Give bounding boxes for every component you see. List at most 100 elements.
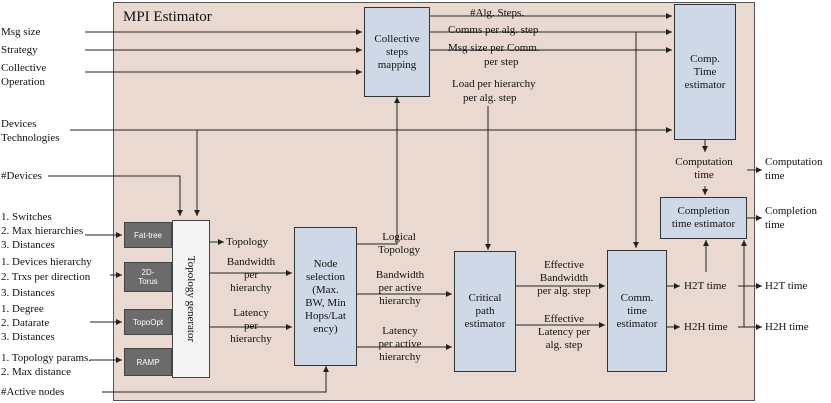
critical-path-estimator-block: Critical path estimator (454, 251, 516, 372)
input-collective-line2: Operation (1, 76, 45, 88)
computation-time-inner-line1: Computation (675, 156, 733, 168)
torus-line-2: Torus (138, 277, 158, 286)
bw-active-line-3: hierarchy (379, 295, 421, 307)
signal-latency-per-hierarchy: Latency per hierarchy (218, 307, 284, 346)
bw-line-1: Bandwidth (226, 256, 276, 268)
topoopt-param-1: 1. Degree (1, 303, 44, 315)
node-sel-line-3: (Max. (312, 283, 339, 296)
eff-bw-line-1: Effective (543, 259, 585, 271)
signal-bw-per-hierarchy: Bandwidth per hierarchy (218, 256, 284, 295)
computation-time-inner-label: Computation time (666, 156, 742, 182)
signal-effective-bandwidth: Effective Bandwidth per alg. step (528, 259, 600, 298)
panel-title: MPI Estimator (123, 9, 212, 25)
ramp-param-1: 1. Topology params. (1, 352, 92, 364)
signal-bw-per-active: Bandwidth per active hierarchy (364, 269, 436, 308)
comm-line-2: time (627, 304, 647, 317)
node-sel-line-1: Node (313, 257, 338, 270)
lat-active-line-3: hierarchy (379, 351, 421, 363)
eff-bw-line-2: Bandwidth (539, 272, 589, 284)
lat-line-1: Latency (233, 307, 269, 319)
torus-block: 2D- Torus (124, 262, 172, 292)
node-sel-line-5: Hops/Lat (305, 309, 346, 322)
comp-time-estimator-block: Comp. Time estimator (674, 4, 736, 140)
signal-comms-per-step: Comms per alg. step (448, 24, 539, 36)
mapping-line-1: Collective (374, 32, 420, 45)
topology-generator-block: Topology generator (172, 220, 210, 378)
signal-latency-per-active: Latency per active hierarchy (364, 325, 436, 364)
signal-logical-topology: Logical Topology (366, 231, 432, 257)
completion-time-estimator-block: Completion time estimator (660, 197, 747, 239)
input-msg-size: Msg size (1, 26, 41, 38)
input-devices-line2: Technologies (1, 132, 60, 144)
input-active-nodes: #Active nodes (1, 386, 65, 398)
signal-msg-size-line1: Msg size per Comm. (448, 42, 540, 54)
critical-line-3: estimator (464, 318, 506, 330)
lat-line-2: per (243, 320, 259, 332)
topoopt-block: TopoOpt (124, 309, 172, 335)
output-completion-line2: time (765, 219, 785, 231)
comm-time-estimator-block: Comm. time estimator (607, 250, 667, 372)
torus-param-2: 2. Trxs per direction (1, 271, 91, 283)
bw-line-3: hierarchy (230, 282, 272, 294)
signal-load-line2: per alg. step (463, 92, 517, 104)
input-devices-line1: Devices (1, 118, 37, 130)
node-selection-block: Node selection (Max. BW, Min Hops/Lat en… (294, 227, 357, 366)
input-collective-line1: Collective (1, 62, 47, 74)
signal-alg-steps: #Alg. Steps. (470, 7, 525, 19)
output-computation-line2: time (765, 170, 785, 182)
bw-line-2: per (243, 269, 259, 281)
completion-line-2: time estimator (671, 218, 736, 230)
lat-line-3: hierarchy (230, 333, 272, 345)
torus-line-1: 2D- (141, 268, 155, 277)
completion-line-1: Completion (677, 205, 730, 217)
bw-active-line-2: per active (378, 282, 422, 294)
output-h2h-time: H2H time (765, 321, 809, 333)
signal-effective-latency: Effective Latency per alg. step (528, 313, 600, 352)
logical-line-1: Logical (382, 231, 416, 243)
topoopt-param-3: 3. Distances (1, 331, 55, 343)
computation-time-inner-line2: time (694, 169, 714, 181)
output-computation-line1: Computation (765, 156, 823, 168)
critical-line-1: Critical (468, 292, 502, 304)
signal-topology: Topology (226, 236, 269, 248)
signal-h2h-inner: H2H time (684, 321, 728, 333)
ramp-block: RAMP (124, 348, 172, 376)
critical-line-2: path (475, 305, 495, 317)
fat-tree-param-1: 1. Switches (1, 211, 52, 223)
torus-param-1: 1. Devices hierarchy (1, 256, 92, 268)
signal-msg-size-line2: per step (484, 56, 519, 68)
lat-active-line-1: Latency (382, 325, 418, 337)
eff-bw-line-3: per alg. step (537, 285, 591, 297)
eff-lat-line-2: Latency per (537, 326, 591, 338)
comp-line-2: Time (693, 65, 717, 78)
fat-tree-param-3: 3. Distances (1, 239, 55, 251)
topoopt-param-2: 2. Datarate (1, 317, 50, 329)
bw-active-line-1: Bandwidth (375, 269, 425, 281)
output-completion-line1: Completion (765, 205, 817, 217)
node-sel-line-2: selection (305, 270, 346, 283)
comm-line-1: Comm. (620, 291, 654, 304)
comp-line-1: Comp. (690, 52, 720, 65)
collective-steps-mapping-block: Collective steps mapping (364, 7, 430, 97)
topology-generator-label: Topology generator (185, 255, 197, 343)
fat-tree-param-2: 2. Max hierarchies (1, 225, 84, 237)
eff-lat-line-1: Effective (543, 313, 585, 325)
mapping-line-3: mapping (377, 58, 417, 71)
node-sel-line-6: ency) (313, 322, 338, 335)
comp-line-3: estimator (684, 78, 726, 91)
logical-line-2: Topology (377, 244, 420, 256)
output-h2t-time: H2T time (765, 280, 808, 292)
input-num-devices: #Devices (1, 170, 42, 182)
fat-tree-block: Fat-tree (124, 222, 172, 248)
signal-load-line1: Load per hierarchy (452, 78, 536, 90)
comm-line-3: estimator (616, 317, 658, 330)
node-sel-line-4: BW, Min (305, 296, 346, 309)
input-strategy: Strategy (1, 44, 38, 56)
torus-param-3: 3. Distances (1, 287, 55, 299)
mapping-line-2: steps (386, 45, 408, 58)
eff-lat-line-3: alg. step (545, 339, 583, 351)
signal-h2t-inner: H2T time (684, 280, 727, 292)
ramp-param-2: 2. Max distance (1, 366, 71, 378)
lat-active-line-2: per active (378, 338, 422, 350)
